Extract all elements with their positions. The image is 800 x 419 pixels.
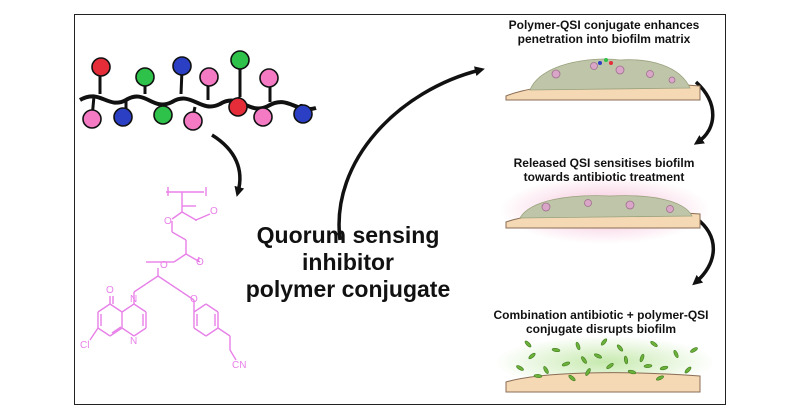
dispersed-bacteria <box>516 338 698 382</box>
biofilm-panel-penetration <box>505 58 701 101</box>
biofilm-panel-disruption <box>495 336 715 393</box>
ball-green <box>230 50 250 70</box>
ball-red <box>228 97 248 117</box>
ball-pink <box>259 68 279 88</box>
step-caption-release: Released QSI sensitises biofilm towards … <box>513 156 695 184</box>
ball-blue <box>172 56 192 76</box>
main-title-line: inhibitor <box>302 249 394 275</box>
ball-green <box>135 67 155 87</box>
atom-cl: Cl <box>80 340 89 351</box>
ball-pink <box>199 67 219 87</box>
arrow-chain-to-structure <box>211 133 245 197</box>
ball-pink <box>183 111 203 131</box>
ball-blue <box>113 107 133 127</box>
atom-o: O <box>160 260 168 271</box>
ball-red <box>91 57 111 77</box>
atom-n: N <box>130 336 137 347</box>
step-caption-penetration: Polymer-QSI conjugate enhances penetrati… <box>508 18 700 46</box>
atom-o: O <box>190 294 198 305</box>
main-title-line: Quorum sensing <box>256 222 440 248</box>
pendant-balls <box>82 50 313 131</box>
ball-pink <box>82 109 102 129</box>
arrow-penetration-to-release <box>693 80 715 145</box>
step-caption-disruption: Combination antibiotic + polymer-QSI con… <box>493 308 709 336</box>
biofilm-panel-release <box>500 176 710 244</box>
ball-green <box>153 105 173 125</box>
arrow-release-to-disruption <box>692 216 715 286</box>
ball-pink <box>253 107 273 127</box>
chemical-structure <box>89 187 237 361</box>
atom-o: O <box>106 285 114 296</box>
flow-arrows <box>211 66 715 286</box>
atom-labels: O O O O O O N N Cl CN <box>80 206 246 371</box>
polymer-chain <box>78 63 317 119</box>
atom-n: N <box>130 294 137 305</box>
atom-o: O <box>210 206 218 217</box>
atom-cn: CN <box>232 360 246 371</box>
atom-o: O <box>164 216 172 227</box>
atom-o: O <box>196 257 204 268</box>
main-title-line: polymer conjugate <box>245 276 451 302</box>
arrow-conjugate-to-penetration <box>337 66 485 241</box>
ball-blue <box>293 104 313 124</box>
main-title: Quorum sensing inhibitor polymer conjuga… <box>218 222 478 303</box>
